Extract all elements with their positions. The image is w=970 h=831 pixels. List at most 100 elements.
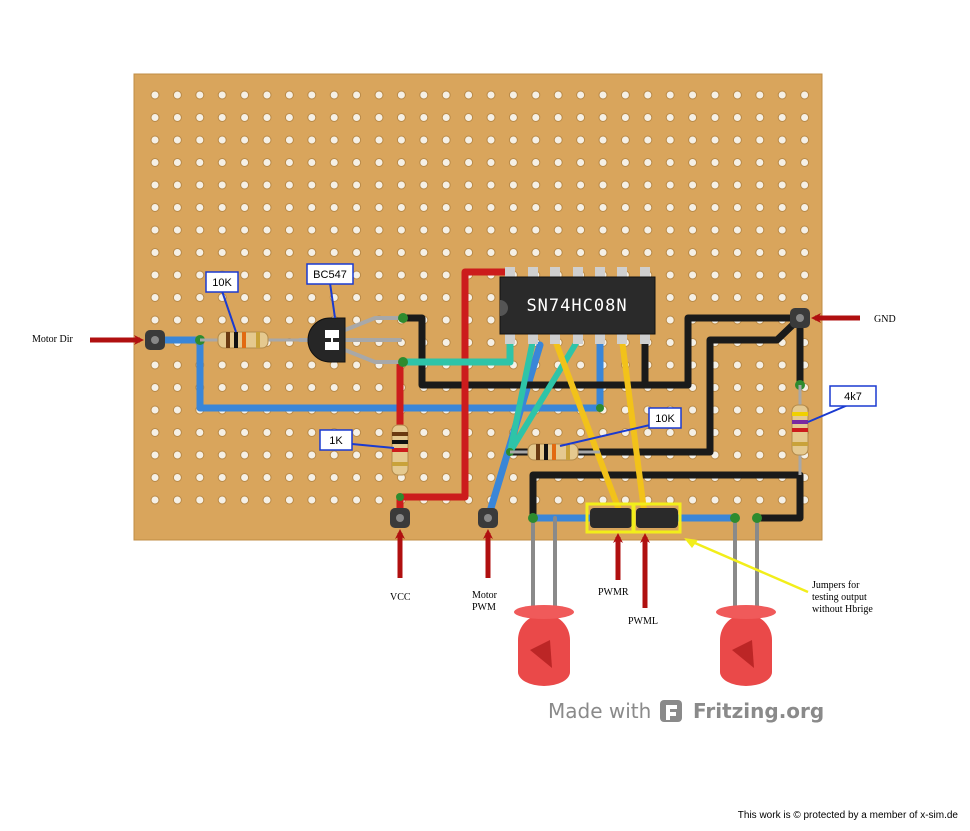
board-hole [665,270,675,280]
board-hole [284,90,294,100]
board-hole [441,270,451,280]
jumper-pwmr-pins [590,508,632,528]
label-motor-pwm-1: Motor [472,590,498,601]
board-hole [732,180,742,190]
board-hole [755,405,765,415]
copyright-notice: This work is © protected by a member of … [737,810,958,821]
board-hole [441,113,451,122]
board-hole [441,315,451,325]
board-hole [688,248,698,257]
board-hole [777,248,787,257]
board-hole [598,203,608,212]
board-hole [396,135,406,145]
board-hole [172,495,182,505]
board-hole [553,248,563,257]
callout-r3: 10K [559,407,682,447]
board-hole [240,135,250,145]
label-gnd: GND [874,314,896,325]
chip-notch [500,300,508,316]
board-hole [217,315,227,325]
board-hole [643,90,653,100]
board-hole [240,360,250,370]
board-hole [352,450,362,460]
board-hole [688,293,698,302]
board-hole [240,383,250,392]
watermark-brand: Fritzing.org [693,699,824,723]
board-hole [777,270,787,280]
board-hole [688,203,698,212]
board-hole [553,428,563,437]
board-hole [777,450,787,460]
board-hole [172,248,182,257]
board-hole [240,180,250,190]
board-hole [217,495,227,505]
board-hole [800,203,810,212]
board-hole [329,158,339,167]
board-hole [172,90,182,100]
chip-label: SN74HC08N [526,296,627,316]
board-hole [732,383,742,392]
board-hole [688,405,698,415]
board-hole [329,450,339,460]
board-hole [262,360,272,370]
board-hole [262,315,272,325]
board-hole [755,135,765,145]
board-hole [576,360,586,370]
board-hole [441,225,451,235]
board-hole [329,180,339,190]
board-hole [352,473,362,482]
board-hole [531,428,541,437]
board-hole [240,113,250,122]
board-hole [800,90,810,100]
board-hole [620,180,630,190]
board-hole [172,428,182,437]
board-hole [307,383,317,392]
board-hole [688,158,698,167]
board-hole [195,135,205,145]
transistor-leg-top [343,316,402,332]
board-hole [419,293,429,302]
callout-r4: 4k7 [807,385,877,423]
board-hole [665,360,675,370]
board-hole [240,315,250,325]
wire-teal-diag-1 [507,337,536,455]
board-hole [464,180,474,190]
board-hole [396,90,406,100]
board-hole [150,225,160,235]
board-hole [150,293,160,302]
board-hole [262,90,272,100]
board-hole [307,428,317,437]
board-hole [262,293,272,302]
wire-yellow-pwmr [552,337,625,521]
board-hole [307,225,317,235]
board-hole [240,158,250,167]
board-hole [441,473,451,482]
board-hole [307,495,317,505]
board-hole [598,158,608,167]
board-hole [374,473,384,482]
board-hole [665,158,675,167]
board-hole [262,225,272,235]
board-hole [553,158,563,167]
board-hole [172,405,182,415]
board-hole [755,360,765,370]
board-hole [486,203,496,212]
board-hole [464,158,474,167]
board-hole [172,450,182,460]
board-hole [419,203,429,212]
board-hole [374,383,384,392]
board-hole [284,360,294,370]
board-hole [307,360,317,370]
board-hole [755,90,765,100]
board-hole [240,270,250,280]
board-hole [710,158,720,167]
board-hole [643,180,653,190]
board-hole [419,135,429,145]
board-hole [284,180,294,190]
svg-text:10K: 10K [212,277,232,289]
board-hole [576,90,586,100]
board-hole [352,180,362,190]
wire-black-gnd-chip [399,314,804,389]
board-hole [352,225,362,235]
board-hole [553,180,563,190]
